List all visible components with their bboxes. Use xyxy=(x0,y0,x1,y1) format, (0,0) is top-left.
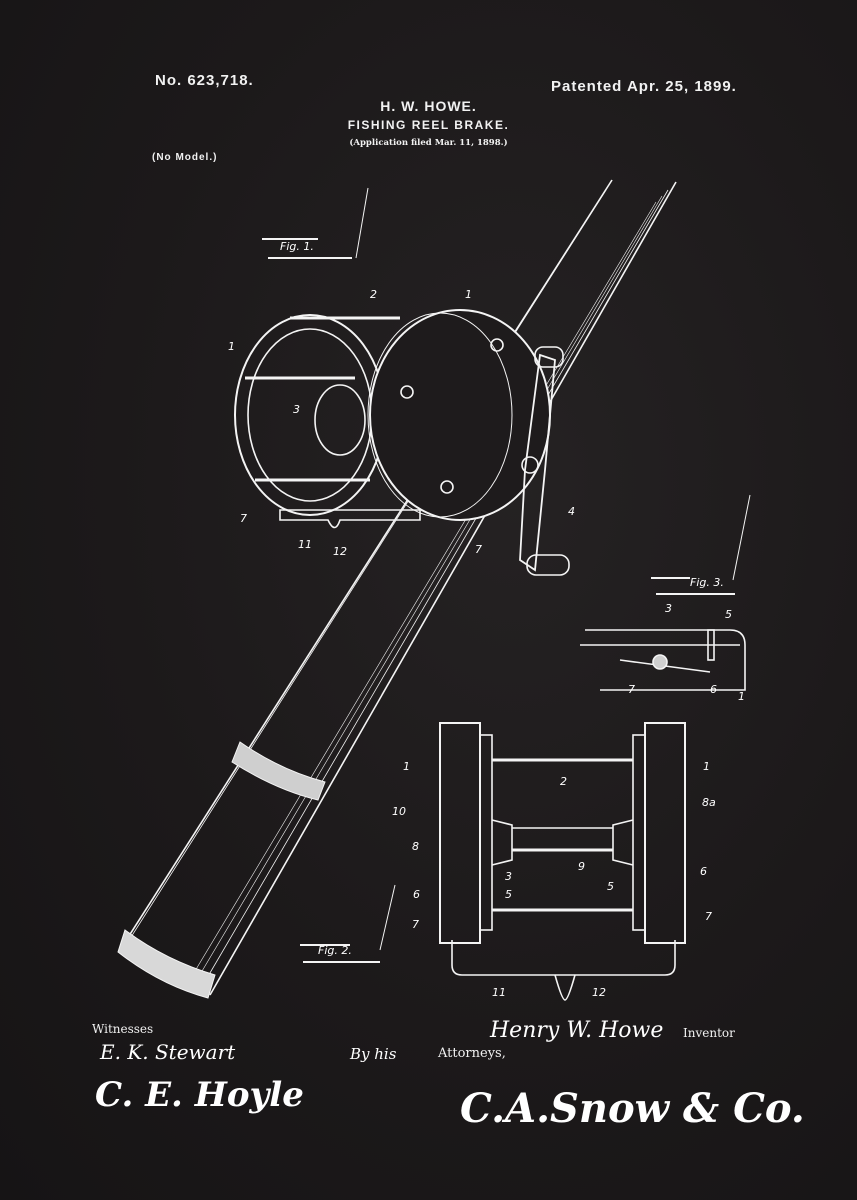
fig3-label: Fig. 3. xyxy=(690,576,724,589)
part-label: 7 xyxy=(412,918,419,931)
part-label: 1 xyxy=(465,288,472,301)
part-label: 1 xyxy=(738,690,745,703)
part-label: 2 xyxy=(560,775,567,788)
part-label: 6 xyxy=(700,865,707,878)
part-label: 3 xyxy=(293,403,300,416)
part-label: 12 xyxy=(592,986,606,999)
part-label: 1 xyxy=(228,340,235,353)
attorneys-label: Attorneys, xyxy=(438,1046,506,1061)
part-label: 4 xyxy=(568,505,575,518)
part-label: 8 xyxy=(412,840,419,853)
patented-date: Patented Apr. 25, 1899. xyxy=(551,78,737,95)
part-label: 5 xyxy=(725,608,732,621)
fig2-section xyxy=(439,722,686,1001)
witness-signature-1: E. K. Stewart xyxy=(100,1040,236,1064)
part-label: 3 xyxy=(505,870,512,883)
fishing-rod xyxy=(117,179,677,999)
part-label: 8a xyxy=(702,796,716,809)
part-label: 7 xyxy=(240,512,247,525)
fig2-label: Fig. 2. xyxy=(318,944,352,957)
application-filed: (Application filed Mar. 11, 1898.) xyxy=(349,138,508,148)
inventor-label: Inventor xyxy=(683,1026,735,1040)
part-label: 1 xyxy=(403,760,410,773)
part-label: 7 xyxy=(705,910,712,923)
by-his-label: By his xyxy=(350,1045,397,1063)
model-note: (No Model.) xyxy=(152,152,218,163)
part-label: 5 xyxy=(607,880,614,893)
patent-title: FISHING REEL BRAKE. xyxy=(347,118,510,132)
part-label: 9 xyxy=(578,860,585,873)
part-label: 12 xyxy=(333,545,347,558)
part-label: 10 xyxy=(392,805,406,818)
part-label: 1 xyxy=(703,760,710,773)
inventor-signature: Henry W. Howe xyxy=(490,1018,664,1043)
fig3-section xyxy=(580,629,746,691)
fig1-label: Fig. 1. xyxy=(280,240,314,253)
part-label: 3 xyxy=(665,602,672,615)
part-label: 6 xyxy=(413,888,420,901)
witness-signature-2: C. E. Hoyle xyxy=(95,1075,304,1115)
part-label: 7 xyxy=(628,683,635,696)
part-label: 11 xyxy=(492,986,506,999)
inventor-header: H. W. HOWE. xyxy=(380,98,477,114)
part-label: 11 xyxy=(298,538,312,551)
fig1-reel xyxy=(234,309,570,576)
part-label: 6 xyxy=(710,683,717,696)
witnesses-label: Witnesses xyxy=(92,1022,154,1036)
patent-number: No. 623,718. xyxy=(155,72,254,89)
part-label: 2 xyxy=(370,288,377,301)
attorney-signature: C.A.Snow & Co. xyxy=(460,1085,805,1132)
part-label: 7 xyxy=(475,543,482,556)
part-label: 5 xyxy=(505,888,512,901)
figure-titles xyxy=(262,187,751,963)
